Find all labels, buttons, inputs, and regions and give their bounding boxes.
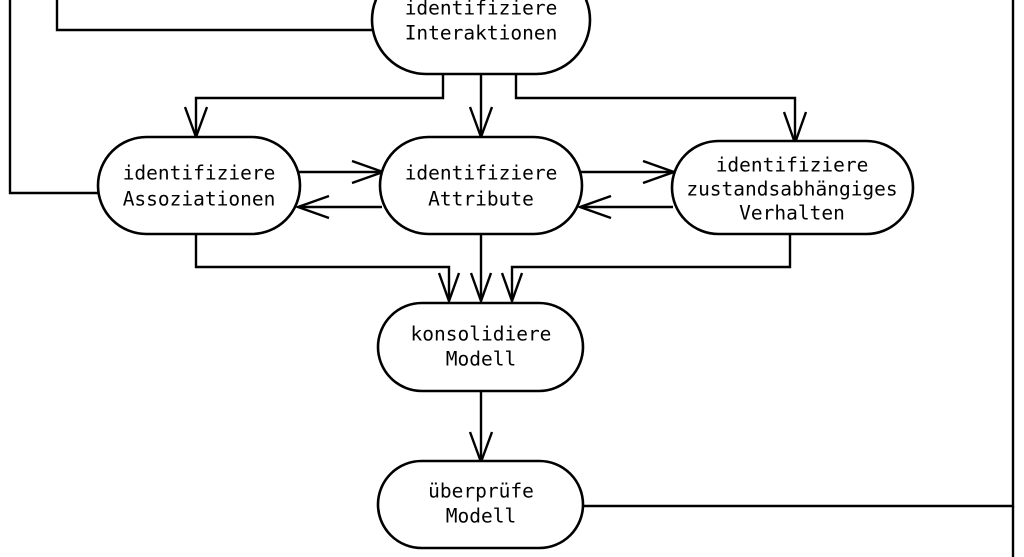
node-identifiziere-interaktionen-shape (370, 0, 592, 76)
arrowhead-zustandsverhalten-to-attribute (576, 194, 612, 220)
edge-assoziationen-to-konsolidiere (194, 233, 451, 300)
edge-interaktionen-to-assoziationen (194, 73, 445, 136)
node-konsolidiere-modell-line2: Modell (446, 348, 516, 371)
node-identifiziere-interaktionen[interactable]: identifiziere Interaktionen (370, 0, 592, 76)
node-identifiziere-zustandsabhaengiges-verhalten-line3: Verhalten (739, 202, 845, 225)
node-konsolidiere-modell[interactable]: konsolidiere Modell (376, 301, 585, 393)
edge-offscreen-left-to-assoziationen (8, 0, 100, 195)
node-konsolidiere-modell-line1: konsolidiere (411, 323, 552, 346)
node-identifiziere-attribute-line2: Attribute (428, 188, 534, 211)
edge-interaktionen-feedback-left (55, 0, 372, 32)
node-ueberpruefe-modell-shape (376, 459, 585, 550)
node-ueberpruefe-modell[interactable]: überprüfe Modell (376, 459, 585, 550)
node-identifiziere-attribute-line1: identifiziere (405, 162, 558, 185)
edge-interaktionen-to-zustandsverhalten (514, 73, 797, 142)
node-identifiziere-zustandsabhaengiges-verhalten-line1: identifiziere (716, 154, 869, 177)
arrowhead-assoziationen-to-konsolidiere (437, 272, 461, 305)
edge-ueberpruefe-feedback-right (584, 0, 1015, 508)
node-identifiziere-zustandsabhaengiges-verhalten-line2: zustandsabhängiges (686, 178, 897, 201)
connector-layer (8, 0, 1015, 557)
node-identifiziere-interaktionen-line2: Interaktionen (405, 22, 558, 45)
node-identifiziere-assoziationen-shape (96, 135, 302, 236)
node-konsolidiere-modell-shape (376, 301, 585, 393)
node-identifiziere-attribute[interactable]: identifiziere Attribute (378, 135, 584, 236)
node-ueberpruefe-modell-line2: Modell (446, 505, 516, 528)
node-identifiziere-assoziationen[interactable]: identifiziere Assoziationen (96, 135, 302, 236)
edge-zustandsverhalten-to-konsolidiere (510, 234, 792, 300)
node-identifiziere-attribute-shape (378, 135, 584, 236)
node-identifiziere-interaktionen-line1: identifiziere (405, 0, 558, 20)
node-ueberpruefe-modell-line1: überprüfe (428, 480, 534, 503)
arrowhead-attribute-to-konsolidiere (469, 272, 493, 305)
arrowhead-zustandsverhalten-to-konsolidiere (500, 272, 524, 305)
node-identifiziere-zustandsabhaengiges-verhalten[interactable]: identifiziere zustandsabhängiges Verhalt… (670, 139, 915, 236)
arrowhead-attribute-to-assoziationen (294, 194, 330, 220)
node-identifiziere-assoziationen-line1: identifiziere (123, 162, 276, 185)
node-identifiziere-assoziationen-line2: Assoziationen (123, 188, 276, 211)
node-layer: identifiziere Interaktionen identifizier… (96, 0, 915, 550)
node-identifiziere-zustandsabhaengiges-verhalten-shape (670, 139, 915, 236)
